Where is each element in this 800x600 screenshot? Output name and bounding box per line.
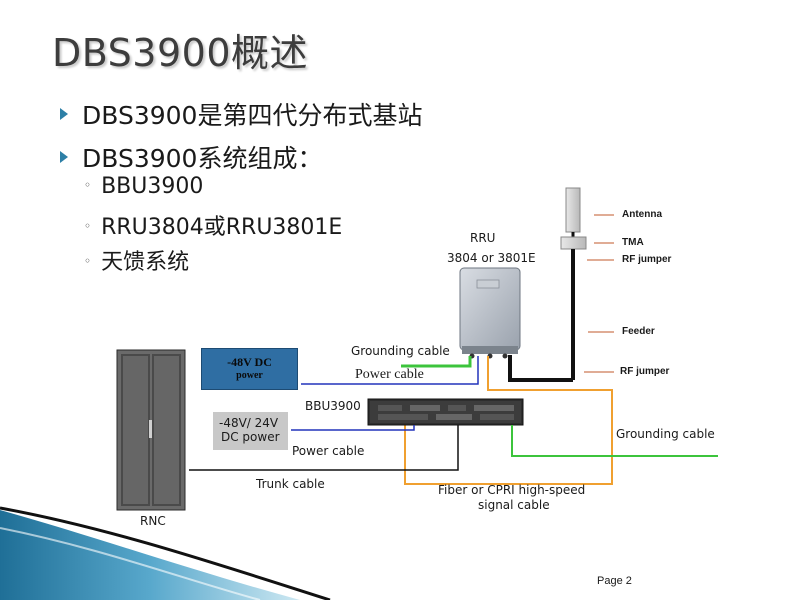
fiber-cable-label-line2: signal cable: [478, 498, 550, 512]
bullet-item: DBS3900系统组成：: [60, 139, 322, 175]
power-cable-bbu-label: Power cable: [292, 444, 365, 458]
triangle-bullet-icon: [60, 151, 68, 163]
tma-label: TMA: [622, 237, 644, 248]
circle-bullet-icon: ◦: [84, 178, 92, 192]
bbu-label: BBU3900: [305, 399, 361, 413]
dc48-power-box: -48V DC power: [201, 348, 298, 390]
rf-jumper-line: [508, 355, 573, 382]
rru-label: RRU: [470, 231, 496, 245]
antenna-label: Antenna: [622, 209, 662, 220]
rnc-cabinet-icon: [116, 349, 186, 511]
dc24-power-box: -48V/ 24V DC power: [213, 412, 288, 450]
triangle-bullet-icon: [60, 108, 68, 120]
grounding-cable-bbu: [511, 425, 718, 457]
grounding-cable-rru-label: Grounding cable: [351, 344, 450, 358]
dc24-power-line1: -48V/ 24V: [219, 416, 279, 430]
power-cable-bbu: [291, 425, 415, 431]
antenna-icon: [565, 187, 581, 233]
feeder-label: Feeder: [622, 326, 655, 337]
dc24-power-line2: DC power: [221, 430, 280, 444]
page-title: DBS3900概述: [52, 31, 308, 75]
tma-icon: [560, 236, 587, 250]
bbu-icon: [367, 398, 524, 426]
sub-bullet-item: ◦BBU3900: [84, 174, 204, 199]
rru-model-label: 3804 or 3801E: [447, 251, 536, 265]
dc48-power-line2: power: [236, 370, 263, 381]
fiber-cable-label-line1: Fiber or CPRI high-speed: [438, 483, 586, 497]
trunk-cable: [189, 425, 459, 471]
fiber-cable: [404, 356, 613, 485]
circle-bullet-icon: ◦: [84, 219, 92, 233]
rnc-label: RNC: [140, 514, 166, 528]
dc48-power-line1: -48V DC: [227, 355, 272, 369]
rf-jumper-bottom-label: RF jumper: [620, 366, 670, 377]
sub-bullet-item: ◦天馈系统: [84, 250, 190, 275]
rru-icon: [459, 267, 521, 359]
grounding-cable-bbu-label: Grounding cable: [616, 427, 715, 441]
trunk-cable-label: Trunk cable: [256, 477, 325, 491]
bullet-item: DBS3900是第四代分布式基站: [60, 96, 422, 132]
power-cable-rru-label: Power cable: [355, 367, 424, 382]
circle-bullet-icon: ◦: [84, 254, 92, 268]
sub-bullet-item: ◦RRU3804或RRU3801E: [84, 215, 343, 240]
rf-jumper-top-label: RF jumper: [622, 254, 672, 265]
page-number: Page 2: [597, 575, 632, 587]
grounding-cable-rru: [401, 356, 472, 368]
power-cable-rru: [301, 356, 479, 385]
